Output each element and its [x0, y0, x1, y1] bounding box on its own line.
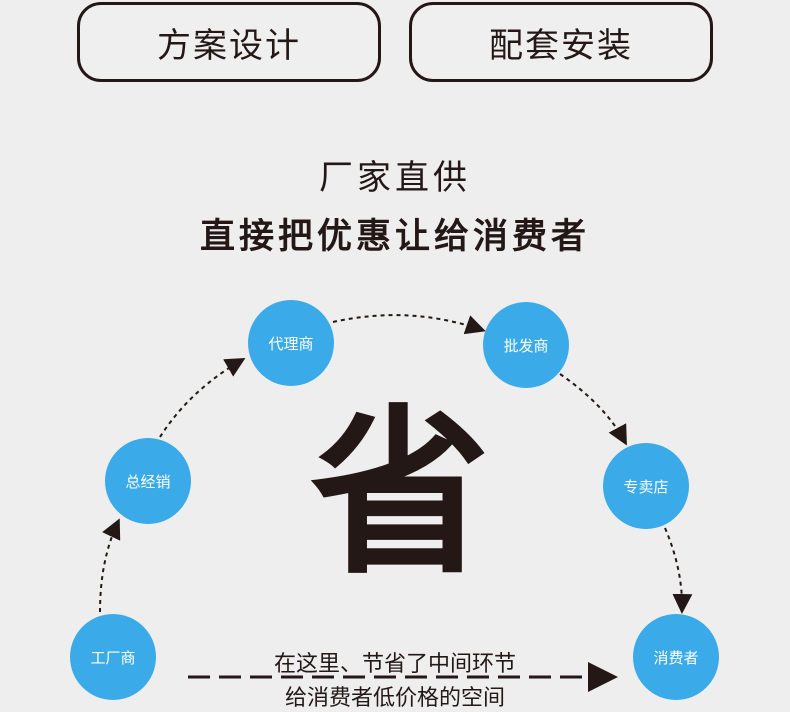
node-consumer: 消费者 — [633, 614, 719, 700]
node-wholesale: 批发商 — [483, 302, 569, 388]
subheadline: 直接把优惠让给消费者 — [199, 217, 590, 257]
note-line2: 给消费者低价格的空间 — [284, 686, 505, 711]
center-character: 省 — [309, 390, 490, 599]
node-factory: 工厂商 — [70, 614, 156, 700]
headline: 厂家直供 — [319, 158, 471, 198]
arrow-general-agent — [159, 358, 246, 438]
arrow-store-consumer — [664, 527, 693, 614]
node-general: 总经销 — [105, 438, 191, 524]
arrow-wholesale-store — [559, 373, 627, 446]
plan-design-button[interactable]: 方案设计 — [77, 2, 381, 82]
arrow-factory-general — [99, 518, 121, 613]
node-agent: 代理商 — [248, 300, 334, 386]
node-store: 专卖店 — [603, 443, 689, 529]
note-line1: 在这里、节省了中间环节 — [273, 652, 516, 677]
arrow-agent-wholesale — [332, 314, 486, 335]
flow-arrows — [99, 314, 693, 692]
installation-button[interactable]: 配套安装 — [409, 2, 713, 82]
